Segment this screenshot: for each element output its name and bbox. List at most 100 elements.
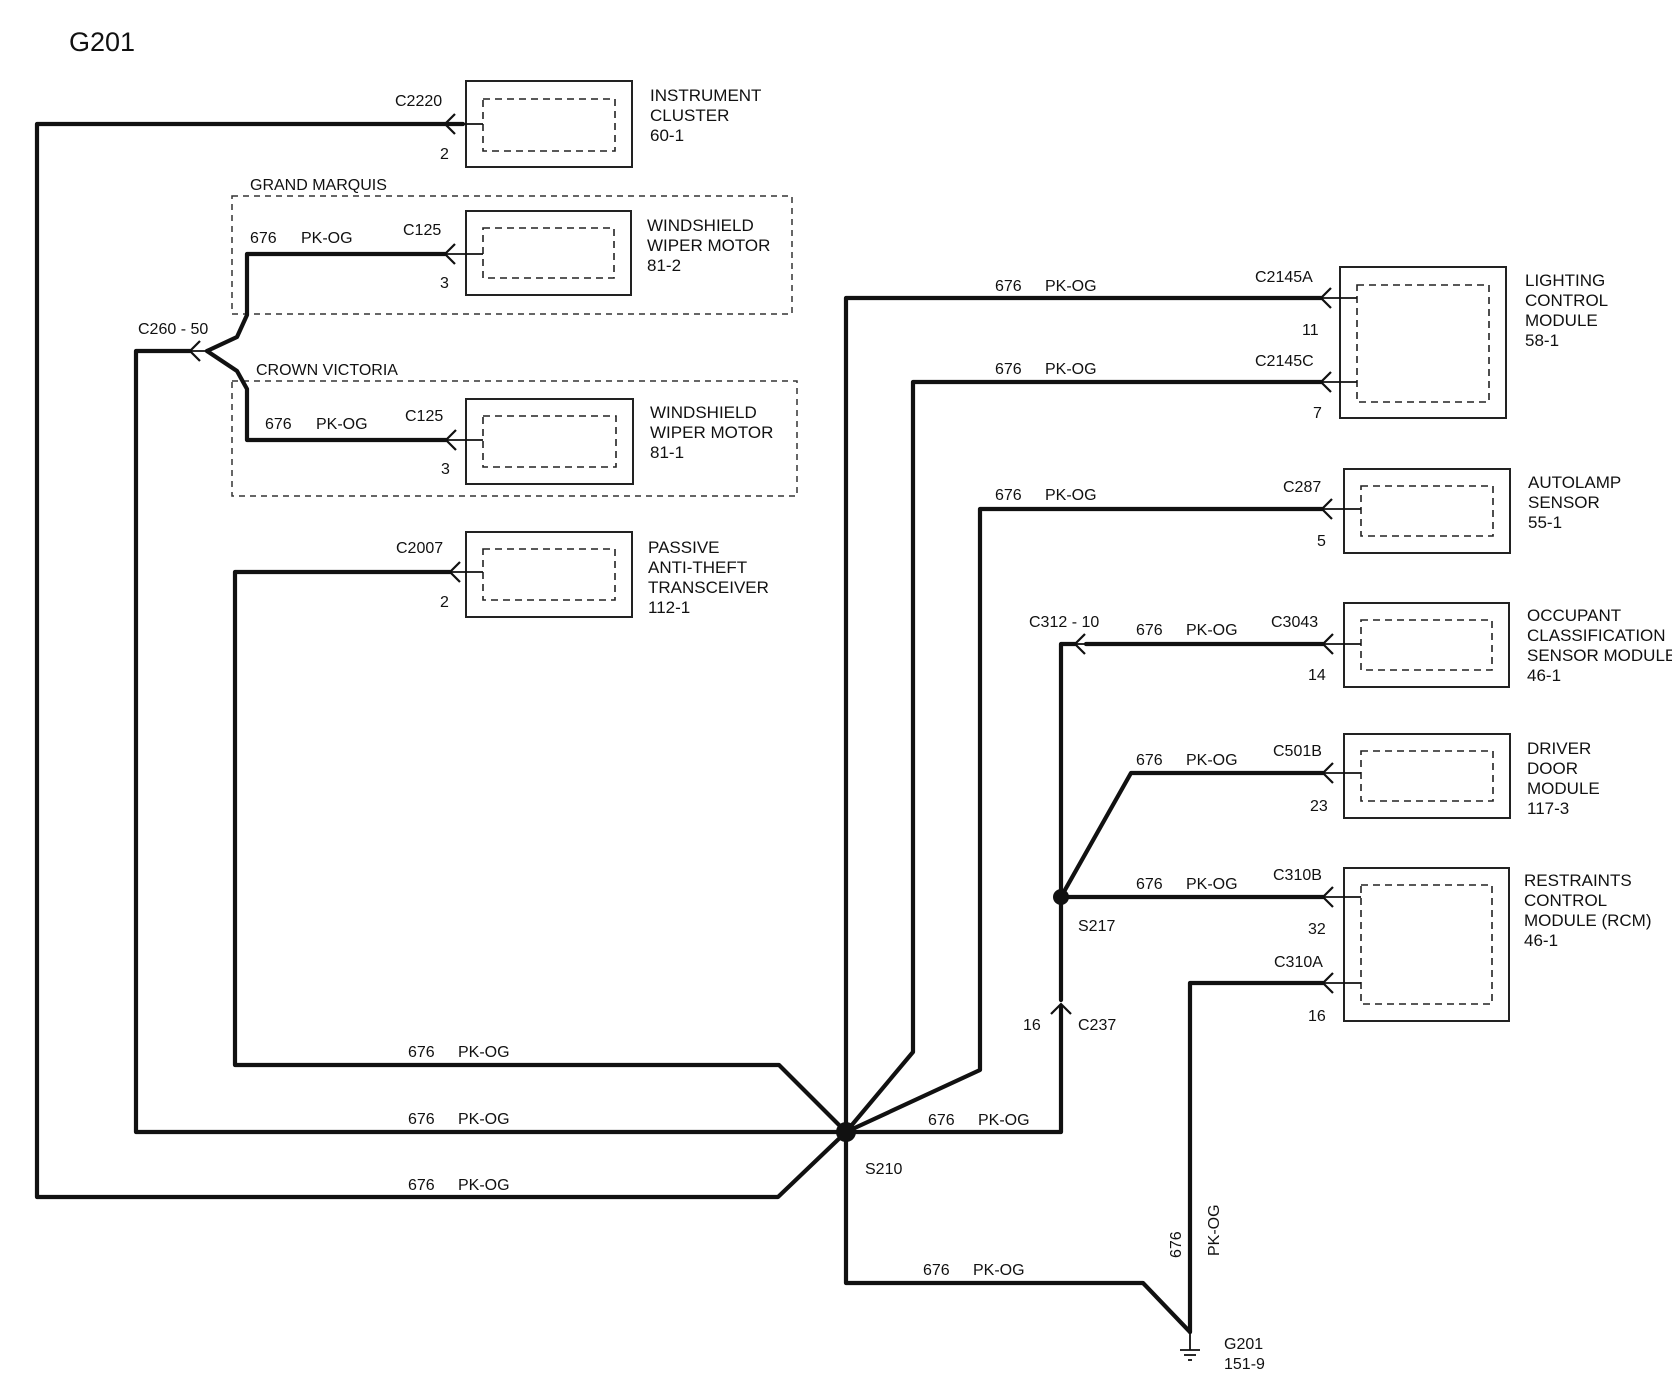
wire-label-circuit: 676 [995,278,1022,295]
rcm-name-3: MODULE (RCM) [1524,911,1652,930]
wire-label-color: PK-OG [1045,361,1097,378]
wire-s210-ground [843,1129,1193,1335]
connector-c260-label: C260 - 50 [138,321,208,338]
wiper-motor-cv-inner [482,415,617,468]
wire-label-color: PK-OG [978,1112,1030,1129]
instrument-cluster-name-1: INSTRUMENT [650,86,761,105]
wire-driver-door [1058,770,1326,900]
splice-s217-label: S217 [1078,918,1115,935]
wiper-gm-name-1: WINDSHIELD [647,216,754,235]
pats-name-2: ANTI-THEFT [648,558,747,577]
pin-c310b: 32 [1308,921,1326,938]
component-labels: INSTRUMENT CLUSTER 60-1 WINDSHIELD WIPER… [647,86,1672,950]
instrument-cluster-name-2: CLUSTER [650,106,729,125]
pats-ref: 112-1 [648,598,690,617]
rcm-inner [1360,884,1493,1005]
rcm-box [1343,867,1510,1022]
wires [34,121,1326,1335]
wiper-motor-cv-box [465,398,634,485]
wire-instrument-cluster [34,121,849,1200]
pin-c2145a: 11 [1302,322,1319,339]
pin-c2145c: 7 [1313,405,1322,422]
wire-label-color: PK-OG [316,416,368,433]
wiper-cv-ref: 81-1 [650,443,684,462]
wire-wiper-cv [204,348,449,443]
pats-transceiver-box [465,531,633,618]
wire-lcm-c2145c [843,379,1324,1135]
connector-c287-label: C287 [1283,479,1321,496]
pin-c310a: 16 [1308,1008,1326,1025]
wire-label-circuit: 676 [1136,622,1163,639]
lcm-name-1: LIGHTING [1525,271,1605,290]
connector-c310a-label: C310A [1274,954,1323,971]
wire-pats [232,569,849,1135]
driver-door-name-3: MODULE [1527,779,1600,798]
lighting-control-box [1339,266,1507,419]
pin-c501b: 23 [1310,798,1328,815]
connector-c125-gm-label: C125 [403,222,441,239]
wire-label-color-vertical: PK-OG [1206,1204,1223,1256]
lcm-name-3: MODULE [1525,311,1598,330]
pin-c2007: 2 [440,594,449,611]
page-title: G201 [69,27,135,57]
wire-label-circuit: 676 [408,1177,435,1194]
connector-c310b-label: C310B [1273,867,1322,884]
ocsm-name-1: OCCUPANT [1527,606,1621,625]
wire-label-circuit: 676 [995,487,1022,504]
connector-symbols [188,113,1361,1015]
pats-name-1: PASSIVE [648,538,720,557]
instrument-cluster-box [465,80,633,168]
wire-label-color: PK-OG [458,1177,510,1194]
wire-c260-trunk [133,348,849,1135]
pin-c2220: 2 [440,146,449,163]
wire-labels: 676 PK-OG 676 PK-OG 676 PK-OG 676 PK-OG … [250,230,1238,1279]
wire-label-circuit: 676 [995,361,1022,378]
pats-name-3: TRANSCEIVER [648,578,769,597]
driver-door-inner [1360,750,1494,802]
connector-labels: C2220 2 C125 3 C125 3 C2007 2 C2145A 11 … [138,93,1328,1373]
rcm-name-1: RESTRAINTS [1524,871,1632,890]
pin-c125-cv: 3 [441,461,450,478]
wire-wiper-gm [204,251,448,354]
autolamp-name-1: AUTOLAMP [1528,473,1621,492]
wire-label-circuit: 676 [250,230,277,247]
connector-c237-label: C237 [1078,1017,1116,1034]
crown-victoria-label: CROWN VICTORIA [256,362,398,379]
ground-ref: 151-9 [1224,1356,1265,1373]
wire-label-color: PK-OG [301,230,353,247]
rcm-name-2: CONTROL [1524,891,1607,910]
instrument-cluster-ref: 60-1 [650,126,684,145]
ground-symbol [1180,1332,1200,1361]
wire-label-color: PK-OG [458,1044,510,1061]
connector-c2145c-label: C2145C [1255,353,1314,370]
splice-s210-label: S210 [865,1161,902,1178]
wiper-gm-ref: 81-2 [647,256,681,275]
connector-c2145a-label: C2145A [1255,269,1313,286]
autolamp-sensor-box [1343,468,1511,554]
wire-lcm-c2145a [843,295,1324,1135]
pin-c3043: 14 [1308,667,1326,684]
wire-label-circuit: 676 [1136,876,1163,893]
wire-label-color: PK-OG [1186,876,1238,893]
instrument-cluster-inner [482,98,616,152]
grand-marquis-option-box [231,195,793,315]
pin-c287: 5 [1317,533,1326,550]
wire-label-color: PK-OG [1045,278,1097,295]
wiper-cv-name-1: WINDSHIELD [650,403,757,422]
connector-c2007-label: C2007 [396,540,443,557]
driver-door-box [1343,733,1511,819]
ocsm-inner [1360,619,1493,671]
connector-c3043-label: C3043 [1271,614,1318,631]
ground-name: G201 [1224,1336,1263,1353]
ocsm-name-2: CLASSIFICATION [1527,626,1666,645]
wire-label-color: PK-OG [973,1262,1025,1279]
wire-label-circuit: 676 [923,1262,950,1279]
crown-victoria-option-box [231,380,798,497]
wire-label-circuit: 676 [1136,752,1163,769]
autolamp-sensor-inner [1360,485,1494,537]
wiper-motor-gm-box [465,210,632,296]
wire-autolamp [843,506,1325,1135]
driver-door-name-2: DOOR [1527,759,1578,778]
wire-label-circuit: 676 [408,1044,435,1061]
